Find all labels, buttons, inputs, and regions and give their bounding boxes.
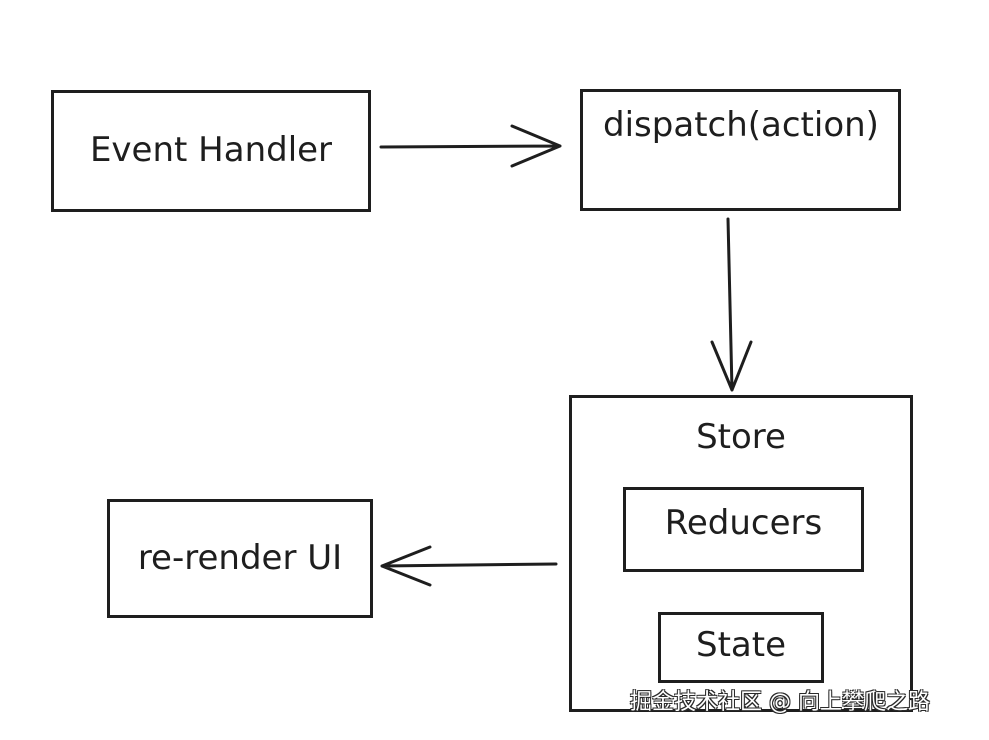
- arrow-dispatch-to-store: [710, 217, 753, 392]
- rerender-ui-node: [107, 499, 373, 618]
- arrow-event-to-dispatch: [379, 124, 562, 168]
- state-label: State: [696, 625, 786, 665]
- dispatch-node: [580, 89, 901, 211]
- watermark-text: 掘金技术社区 @ 向上攀爬之路: [630, 690, 930, 715]
- event-handler-node: [51, 90, 371, 212]
- arrow-store-to-rerender: [380, 545, 558, 587]
- store-label: Store: [696, 417, 786, 457]
- event-handler-label: Event Handler: [89, 130, 333, 170]
- dispatch-label: dispatch(action): [603, 105, 879, 145]
- state-node: [658, 612, 824, 683]
- reducers-node: [623, 487, 864, 572]
- reducers-label: Reducers: [664, 503, 823, 543]
- rerender-ui-label: re-render UI: [137, 538, 343, 578]
